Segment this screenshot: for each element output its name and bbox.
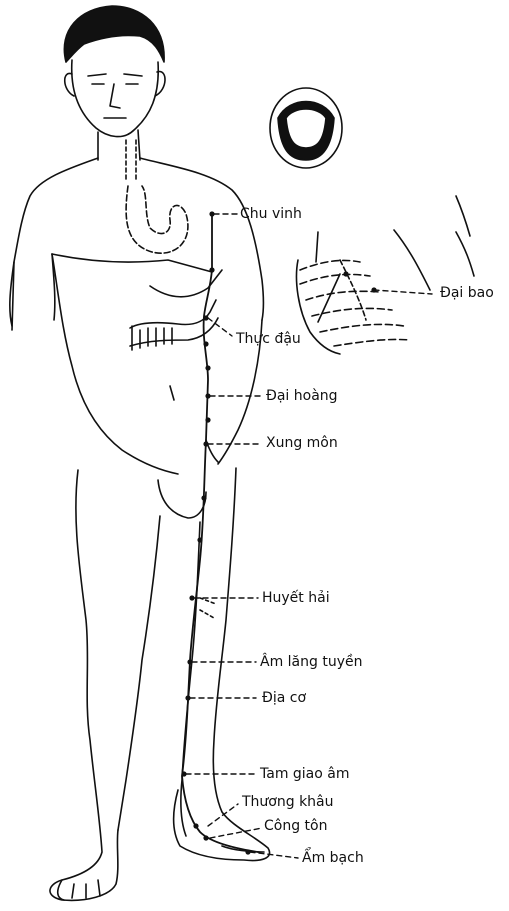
label-cong-ton: Công tôn [264,819,327,833]
neck [98,130,140,160]
label-dai-bao: Đại bao [440,286,494,300]
head [72,60,159,137]
label-huyet-hai: Huyết hải [262,591,330,605]
leader-lines [186,214,432,858]
label-xung-mon: Xung môn [266,436,338,450]
label-am-lang-tuyen: Âm lăng tuyền [260,655,362,669]
torso-right [140,158,264,320]
mouth-inset [270,88,342,168]
label-dai-hoang: Đại hoàng [266,389,338,403]
left-leg [50,470,118,900]
stomach [126,186,188,253]
meridian-dots [181,211,250,854]
left-arm [12,254,55,330]
label-am-bach: Ẩm bạch [302,851,364,865]
label-thuc-dau: Thực đậu [236,332,301,346]
label-chu-vinh: Chu vinh [240,207,302,221]
spleen-meridian [182,214,258,852]
label-dia-co: Địa cơ [262,691,306,705]
side-body-inset [297,196,475,354]
abdomen-left [52,254,178,474]
label-tam-giao-am: Tam giao âm [260,767,350,781]
label-thuong-khau: Thương khâu [242,795,334,809]
hair [64,6,164,62]
